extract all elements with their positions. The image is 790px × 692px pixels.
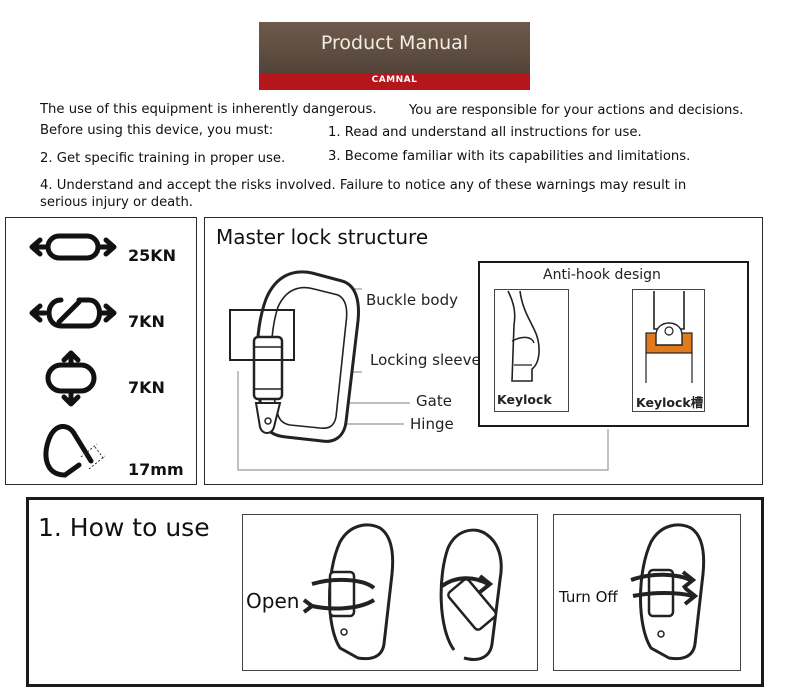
banner-title: Product Manual (320, 32, 469, 54)
turn-off-step-illustration (630, 523, 706, 661)
banner-brand-strip: CAMNAL (259, 74, 530, 90)
rating-minor-axis-value: 7KN (128, 378, 165, 397)
structure-title: Master lock structure (216, 225, 429, 249)
rating-major-axis-value: 25KN (128, 246, 177, 265)
strength-ratings-panel (5, 217, 197, 485)
keylock-nose-illustration (507, 290, 540, 382)
minor-axis-load-icon (45, 350, 97, 407)
warning-item-3: 3. Become familiar with its capabilities… (328, 149, 691, 164)
gate-opening-icon (43, 424, 94, 478)
warning-line1-left: The use of this equipment is inherently … (40, 102, 377, 117)
ratings-icons (29, 233, 117, 478)
how-to-use-title: 1. How to use (38, 513, 210, 542)
gate-opening-dimension (80, 443, 106, 470)
label-buckle-body: Buckle body (366, 291, 458, 309)
product-manual-banner: Product Manual CAMNAL (259, 22, 530, 90)
keylock-slot-caption: Keylock槽 (636, 395, 704, 410)
open-steps-illustration (302, 523, 503, 661)
keylock-caption: Keylock (497, 392, 552, 407)
anti-hook-title: Anti-hook design (543, 267, 661, 283)
carabiner-structure-diagram (229, 270, 609, 471)
major-axis-load-icon (29, 233, 117, 261)
warning-item-1: 1. Read and understand all instructions … (328, 125, 642, 140)
label-gate: Gate (416, 392, 452, 410)
warning-line2-left: Before using this device, you must: (40, 123, 274, 138)
warning-item-4-line2: serious injury or death. (40, 195, 193, 210)
gate-open-load-icon (29, 297, 117, 329)
warning-item-2: 2. Get specific training in proper use. (40, 151, 286, 166)
carabiner-body (255, 270, 360, 443)
banner-brand: CAMNAL (371, 75, 418, 85)
rating-gate-opening-value: 17mm (128, 460, 184, 479)
rating-gate-open-value: 7KN (128, 312, 165, 331)
label-hinge: Hinge (410, 415, 454, 433)
warning-item-4-line1: 4. Understand and accept the risks invol… (40, 178, 687, 193)
locking-sleeve (252, 335, 284, 434)
warning-line1-right: You are responsible for your actions and… (409, 103, 744, 118)
label-locking-sleeve: Locking sleeve (370, 351, 481, 369)
keylock-highlight-box (229, 309, 295, 361)
turn-off-label: Turn Off (559, 588, 618, 606)
keylock-slot-illustration (645, 291, 693, 383)
open-label: Open (246, 589, 300, 613)
